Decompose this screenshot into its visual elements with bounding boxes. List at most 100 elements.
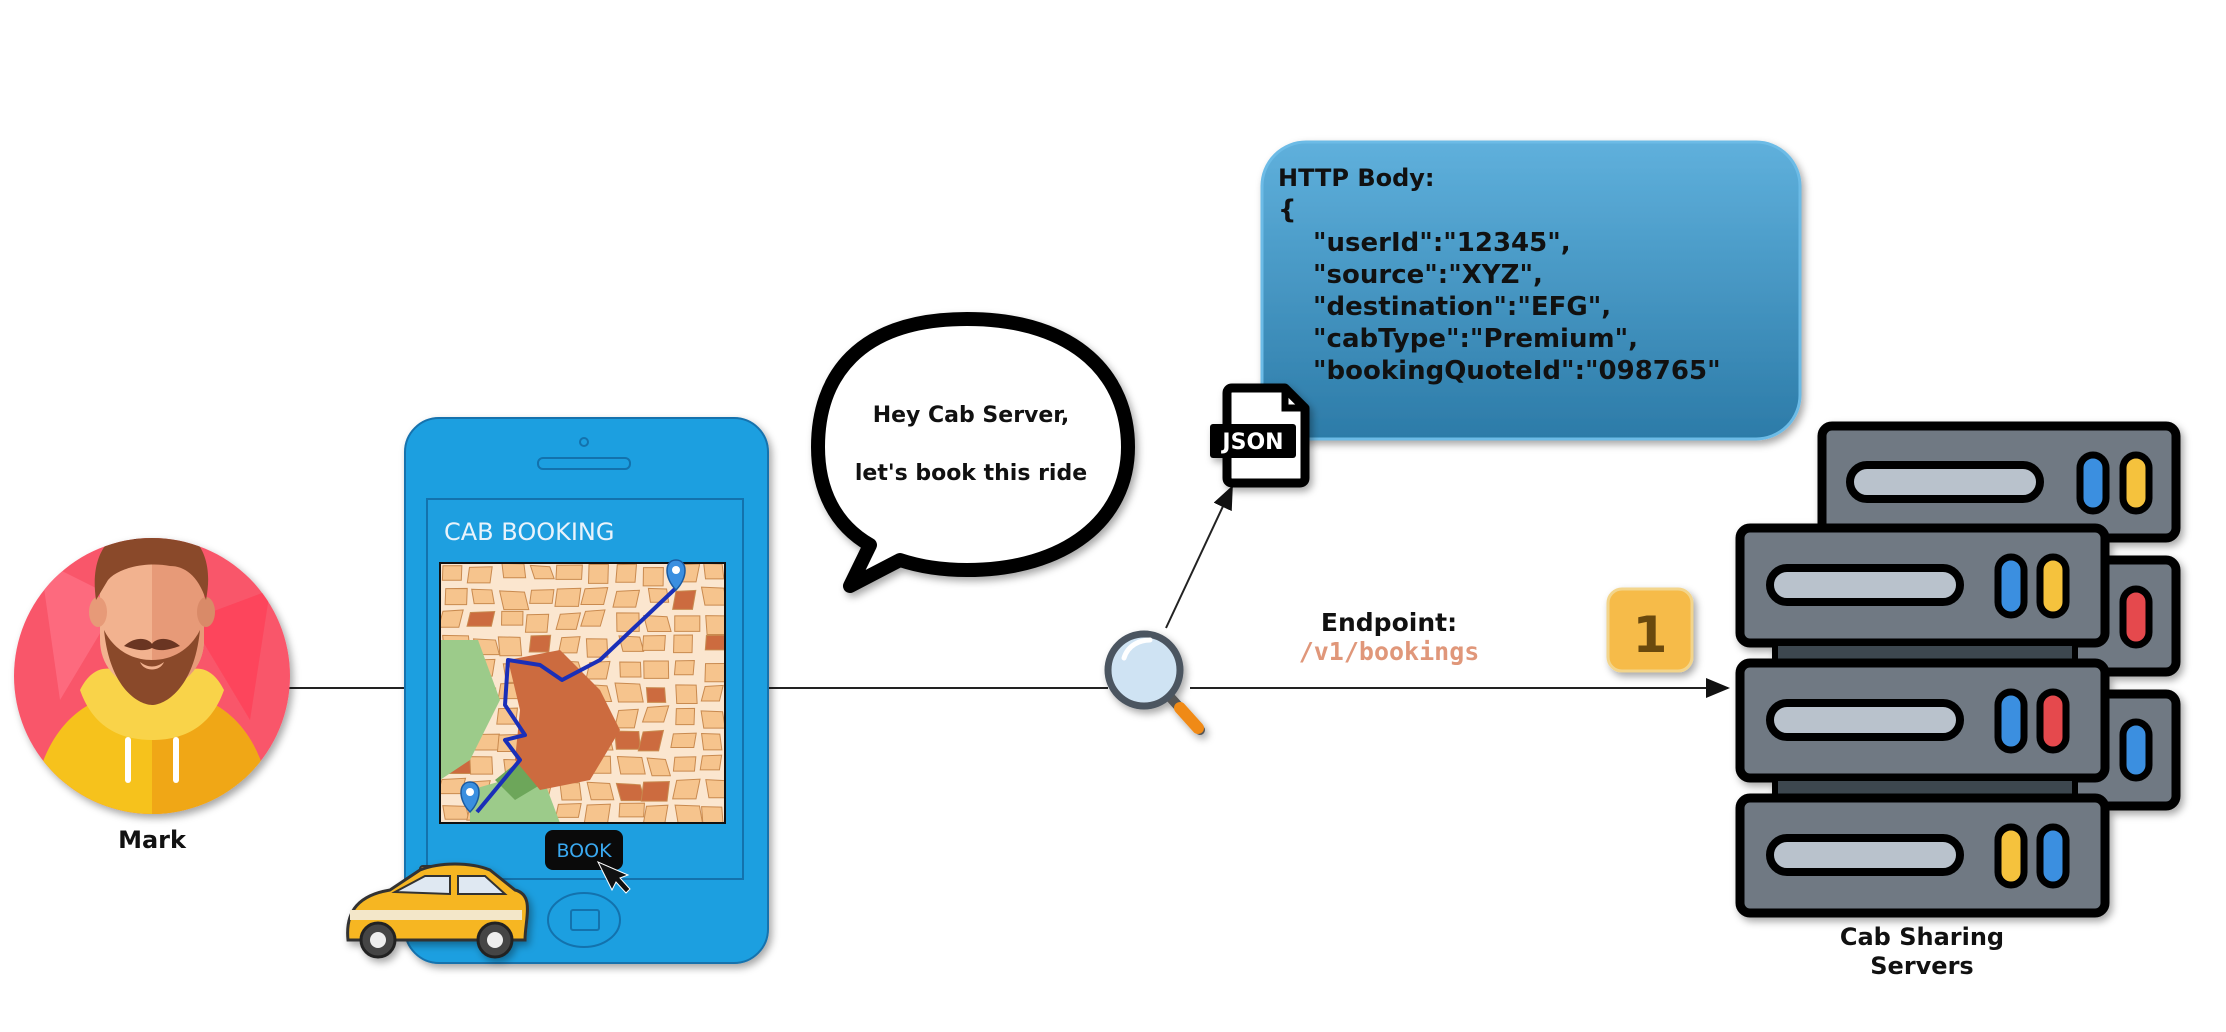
svg-text:1: 1	[1633, 606, 1668, 664]
http-body-line: "cabType":"Premium",	[1313, 324, 1638, 354]
phone-speaker	[537, 457, 631, 470]
map-block	[705, 615, 725, 636]
http-body-line: "bookingQuoteId":"098765"	[1313, 356, 1721, 386]
map-block	[672, 589, 697, 610]
magnifier-icon	[1104, 630, 1205, 735]
endpoint-label: Endpoint:	[1321, 608, 1457, 637]
map-block	[529, 589, 555, 604]
user-name: Mark	[118, 826, 187, 854]
http-body-box	[1260, 140, 1802, 441]
map-block	[524, 613, 550, 633]
map-block	[471, 588, 495, 605]
map-block	[466, 610, 496, 627]
map-block	[501, 563, 527, 579]
map-block	[555, 564, 583, 580]
map-block	[469, 756, 494, 775]
map-block	[444, 587, 468, 606]
map-block	[704, 662, 725, 683]
user-avatar-icon	[14, 538, 290, 814]
map-block	[643, 614, 672, 632]
phone-camera	[579, 437, 589, 447]
speech-line-2: let's book this ride	[855, 461, 1087, 486]
map-block	[442, 805, 470, 820]
map-block	[498, 590, 530, 611]
servers-label-line-1: Cab Sharing	[1840, 923, 2004, 951]
map-block	[619, 661, 642, 678]
map-block	[466, 566, 493, 584]
map-block	[557, 636, 581, 654]
map-block	[672, 778, 701, 800]
map-block	[441, 565, 463, 581]
map-block	[528, 634, 552, 653]
map-block	[586, 781, 615, 801]
map-block	[672, 756, 697, 772]
map-block	[701, 806, 724, 823]
map-block	[501, 610, 524, 626]
map-block	[643, 660, 670, 679]
map-block	[529, 564, 555, 580]
map-pin-icon	[460, 781, 480, 814]
map-block	[700, 586, 725, 606]
map-block	[497, 636, 523, 657]
map-pin-icon	[666, 559, 686, 592]
json-file-icon: JSON	[1210, 383, 1310, 488]
map-block	[614, 708, 639, 729]
svg-text:JSON: JSON	[1220, 430, 1283, 455]
step-number-badge: 1	[1606, 587, 1694, 673]
map-block	[675, 684, 698, 705]
map-view[interactable]	[438, 562, 730, 825]
map-block	[555, 612, 582, 630]
map-block	[674, 804, 704, 823]
server-rack-icon	[1735, 421, 2181, 918]
map-block	[675, 707, 696, 726]
http-body-line: "userId":"12345",	[1313, 228, 1571, 258]
map-block	[615, 563, 638, 583]
cursor-icon	[596, 860, 631, 894]
map-block	[674, 615, 701, 632]
map-block	[642, 804, 669, 823]
map-block	[670, 732, 697, 749]
map-block	[673, 660, 695, 676]
map-block	[618, 635, 645, 652]
map-block	[618, 802, 645, 818]
map-block	[700, 710, 725, 729]
servers-label-line-2: Servers	[1870, 952, 1973, 980]
map-block	[615, 782, 646, 802]
map-block	[614, 682, 644, 703]
map-block	[673, 634, 693, 654]
speech-line-1: Hey Cab Server,	[873, 403, 1070, 428]
map-block	[583, 803, 611, 823]
endpoint-path: /v1/bookings	[1299, 637, 1480, 666]
phone-home-button[interactable]	[547, 892, 621, 948]
map-block	[440, 609, 464, 628]
map-block	[699, 754, 723, 771]
map-block	[703, 563, 725, 580]
map-block	[585, 638, 609, 658]
http-body-brace: {	[1278, 195, 1297, 225]
http-body-line: "source":"XYZ",	[1313, 260, 1543, 290]
map-block	[587, 563, 609, 584]
map-block	[646, 757, 672, 777]
map-block	[616, 755, 646, 775]
phone-app-title: CAB BOOKING	[444, 518, 614, 546]
speech-bubble	[811, 312, 1135, 593]
json-arrow	[1165, 485, 1233, 629]
map-block	[642, 567, 664, 587]
map-block	[640, 780, 670, 802]
map-block	[641, 705, 670, 723]
map-block	[645, 687, 667, 703]
map-block	[614, 730, 641, 750]
map-block	[580, 609, 606, 627]
map-block	[705, 779, 725, 799]
map-block	[637, 729, 665, 752]
book-button[interactable]: BOOK	[545, 830, 623, 870]
svg-text:BOOK: BOOK	[556, 840, 612, 862]
map-block	[580, 587, 609, 605]
map-block	[700, 684, 724, 702]
map-block	[554, 587, 582, 607]
map-block	[612, 589, 641, 608]
http-body-heading: HTTP Body:	[1278, 164, 1435, 192]
taxi-car-icon	[346, 862, 529, 959]
map-block	[700, 732, 723, 751]
map-block	[555, 803, 582, 818]
